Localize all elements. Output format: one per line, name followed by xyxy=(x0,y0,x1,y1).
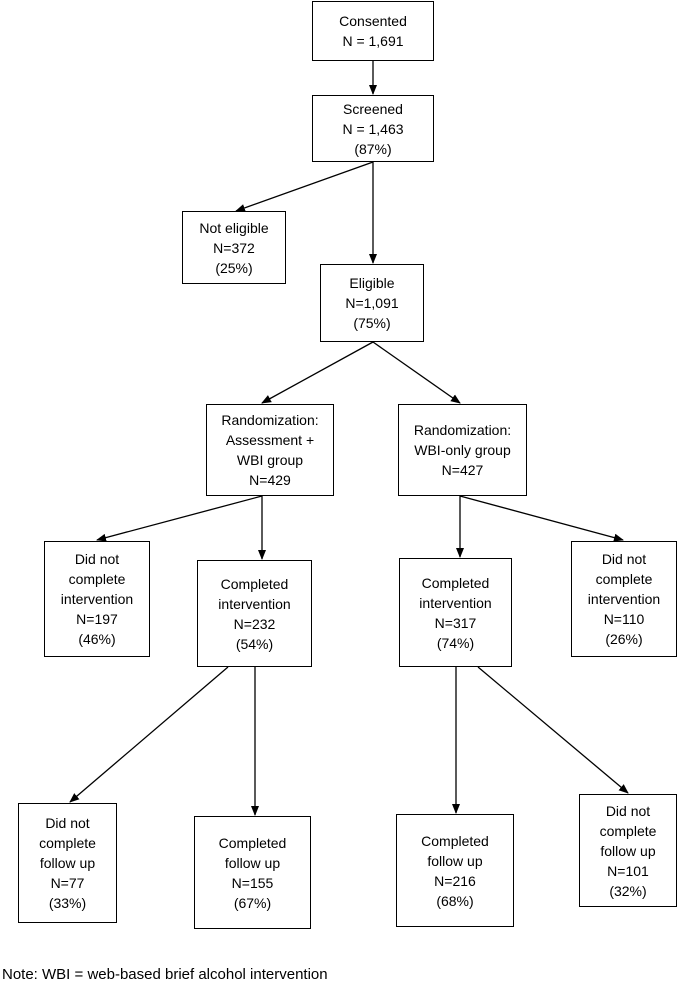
box-line: (67%) xyxy=(233,894,272,911)
box-line: (32%) xyxy=(609,882,647,899)
arrow-a-int-not-complete-fu xyxy=(69,666,229,803)
box-line: Completed xyxy=(220,575,289,592)
box-line: N=429 xyxy=(249,472,291,488)
eligible-box: Eligible N=1,091 (75%) xyxy=(320,264,424,342)
box-line: Eligible xyxy=(349,275,395,291)
box-line: (33%) xyxy=(48,895,87,911)
box-line: (25%) xyxy=(215,259,253,276)
box-line: N=101 xyxy=(607,862,649,879)
wbi-not-complete-intervention-box: Did not complete intervention N=110 (26%… xyxy=(571,541,677,657)
wbi-not-complete-follow-up-box: Did not complete follow up N=101 (32%) xyxy=(579,794,677,907)
box-line: follow up xyxy=(39,855,96,871)
arrow-w-int-not-complete-fu xyxy=(477,666,629,794)
box-line: N=216 xyxy=(434,872,476,889)
box-line: (75%) xyxy=(353,315,391,331)
arrow-screened-not-eligible xyxy=(235,161,374,212)
box-line: complete xyxy=(595,571,653,587)
box-line: follow up xyxy=(427,852,483,869)
box-line: complete xyxy=(68,571,126,587)
box-line: Randomization: xyxy=(221,412,319,428)
box-line: N = 1,691 xyxy=(342,33,404,49)
box-line: follow up xyxy=(224,854,281,871)
box-line: Did not xyxy=(601,551,647,567)
box-line: N=372 xyxy=(213,239,255,256)
box-line: Screened xyxy=(343,100,403,117)
box-line: (74%) xyxy=(436,634,475,651)
box-line: N = 1,463 xyxy=(342,120,404,137)
footnote: Note: WBI = web-based brief alcohol inte… xyxy=(2,966,328,983)
box-line: intervention xyxy=(419,594,492,611)
assessment-not-complete-intervention-box: Did not complete intervention N=197 (46%… xyxy=(44,541,150,657)
box-line: intervention xyxy=(218,595,291,612)
box-line: Did not xyxy=(74,551,120,567)
box-line: WBI-only group xyxy=(414,442,511,458)
box-line: (26%) xyxy=(605,631,643,647)
box-line: N=232 xyxy=(233,615,276,632)
box-line: intervention xyxy=(60,591,134,607)
box-line: N=110 xyxy=(603,611,645,627)
arrow-eligible-rand-assess xyxy=(261,341,374,404)
box-line: Randomization: xyxy=(413,422,512,438)
box-line: N=317 xyxy=(434,614,477,631)
box-line: (46%) xyxy=(78,631,116,647)
box-line: Completed xyxy=(218,834,287,851)
box-line: WBI group xyxy=(236,452,304,468)
assessment-completed-intervention-box: Completed intervention N=232 (54%) xyxy=(197,560,312,667)
box-line: (68%) xyxy=(436,892,474,909)
wbi-completed-intervention-box: Completed intervention N=317 (74%) xyxy=(399,558,512,667)
wbi-completed-follow-up-box: Completed follow up N=216 (68%) xyxy=(396,814,514,927)
box-line: Assessment + xyxy=(225,432,315,448)
arrow-rand-wbi-not-complete xyxy=(459,495,624,542)
consented-box: Consented N = 1,691 xyxy=(312,1,434,61)
arrow-eligible-rand-wbi xyxy=(372,341,461,404)
box-line: Not eligible xyxy=(199,219,269,236)
randomization-wbi-only-box: Randomization: WBI-only group N=427 xyxy=(398,404,527,496)
screened-box: Screened N = 1,463 (87%) xyxy=(312,95,434,162)
box-line: N=197 xyxy=(76,611,118,627)
box-line: Completed xyxy=(421,832,489,849)
box-line: intervention xyxy=(587,591,661,607)
box-line: N=155 xyxy=(231,874,274,891)
box-line: N=427 xyxy=(441,462,484,478)
assessment-not-complete-follow-up-box: Did not complete follow up N=77 (33%) xyxy=(18,803,117,923)
randomization-assessment-wbi-box: Randomization: Assessment + WBI group N=… xyxy=(206,404,334,496)
box-line: N=1,091 xyxy=(345,295,399,311)
box-line: Consented xyxy=(339,13,407,29)
not-eligible-box: Not eligible N=372 (25%) xyxy=(182,211,286,284)
box-line: follow up xyxy=(600,842,656,859)
box-line: Did not xyxy=(45,815,90,831)
assessment-completed-follow-up-box: Completed follow up N=155 (67%) xyxy=(194,816,311,929)
box-line: (87%) xyxy=(354,140,392,157)
box-line: Completed xyxy=(421,574,490,591)
box-line: complete xyxy=(599,822,657,839)
box-line: (54%) xyxy=(235,635,274,652)
box-line: Did not xyxy=(605,802,651,819)
box-line: N=77 xyxy=(50,875,85,891)
arrow-rand-assess-not-complete xyxy=(96,495,263,542)
box-line: complete xyxy=(39,835,96,851)
